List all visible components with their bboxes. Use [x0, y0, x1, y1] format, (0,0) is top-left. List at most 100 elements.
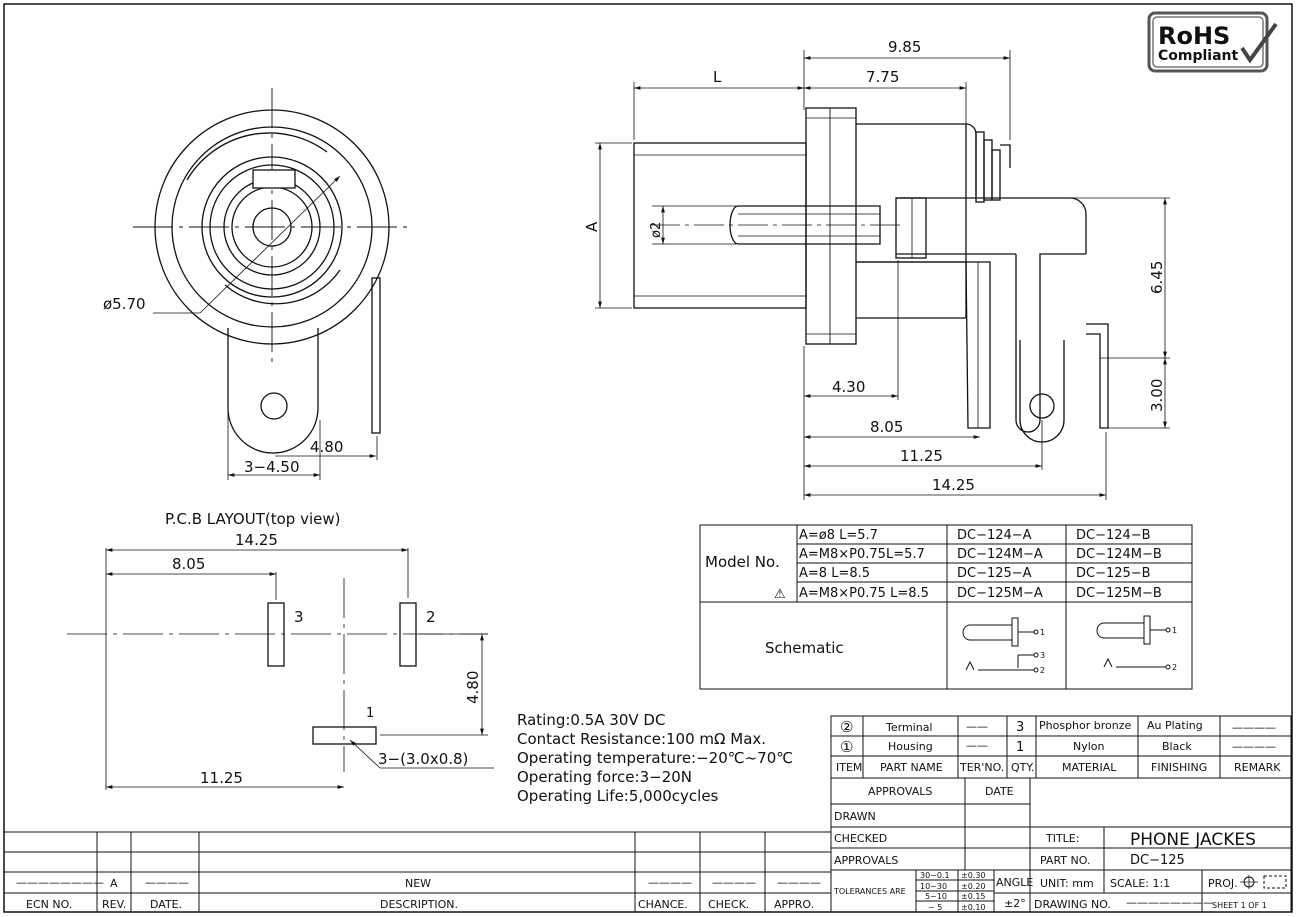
part-no-label: PART NO. [1040, 854, 1090, 867]
bom-terno-terminal: —— [966, 720, 988, 733]
angle-label: ANGLE [996, 876, 1033, 889]
spec-contact-resistance: Contact Resistance:100 mΩ Max. [517, 730, 766, 748]
rev-date-header: DATE. [150, 898, 182, 911]
bom-item-2: ② [840, 718, 853, 736]
schematic-a-pin-3: 3 [1040, 651, 1045, 660]
bom-header-finishing: FINISHING [1151, 761, 1207, 774]
model-b-4: DC−125M−B [1076, 586, 1162, 601]
bom-remark-housing: ———— [1232, 740, 1276, 753]
side-dim-6-45: 6.45 [1148, 261, 1166, 294]
scale-label: SCALE: 1:1 [1110, 877, 1170, 890]
rev-rev-value: A [110, 877, 118, 890]
model-a-2: DC−124M−A [957, 547, 1043, 562]
bom-material-housing: Nylon [1073, 740, 1105, 753]
rev-appro-header: APPRO. [774, 898, 814, 911]
model-a-4: DC−125M−A [957, 586, 1043, 601]
bom-terno-housing: —— [966, 739, 988, 752]
part-no-value: DC−125 [1130, 853, 1185, 868]
rohs-text: RoHS [1158, 22, 1230, 50]
model-rows: A=ø8 L=5.7 DC−124−A DC−124−B A=M8×P0.75L… [799, 528, 1162, 601]
bom-table [830, 715, 1292, 779]
tolerances-label: TOLERANCES ARE [833, 887, 906, 896]
pcb-dim-8-05: 8.05 [172, 555, 205, 573]
bom-rows: ② Terminal —— 3 Phosphor bronze Au Plati… [836, 718, 1281, 774]
bom-part-terminal: Terminal [885, 721, 933, 734]
tol-value-4: ±0.10 [961, 903, 986, 912]
tol-range-2: 10~30 [920, 882, 947, 891]
bom-header-remark: REMARK [1234, 761, 1281, 774]
side-dim-d2: ø2 [649, 222, 664, 238]
model-spec-1: A=ø8 L=5.7 [799, 528, 878, 543]
checked-label: CHECKED [834, 832, 887, 845]
front-view [133, 88, 413, 480]
drawn-label: DRAWN [834, 810, 876, 823]
rev-desc-header: DESCRIPTION. [380, 898, 458, 911]
rev-check-value: ———— [712, 876, 756, 889]
side-dim-7-75: 7.75 [866, 68, 899, 86]
proj-label: PROJ. [1208, 877, 1238, 890]
rev-date-value: ———— [145, 876, 189, 889]
rohs-logo: RoHS Compliant [1147, 11, 1278, 73]
approvals-label: APPROVALS [834, 854, 898, 867]
side-dim-14-25: 14.25 [932, 476, 975, 494]
pcb-dim-14-25: 14.25 [235, 531, 278, 549]
pcb-pin-2: 2 [426, 608, 436, 626]
pcb-dim-11-25: 11.25 [200, 769, 243, 787]
angle-value: ±2° [1004, 897, 1026, 910]
tol-value-2: ±0.20 [961, 882, 986, 891]
model-b-2: DC−124M−B [1076, 547, 1162, 562]
tol-range-1: 30~0.1 [920, 871, 950, 880]
schematic-label: Schematic [765, 639, 844, 657]
date-header: DATE [985, 785, 1014, 798]
spec-operating-temperature: Operating temperature:−20℃~70℃ [517, 749, 793, 767]
tol-value-1: ±0.30 [961, 871, 986, 880]
rev-ecn-header: ECN NO. [26, 898, 72, 911]
rev-rev-header: REV. [102, 898, 126, 911]
approvals-header: APPROVALS [868, 785, 932, 798]
pcb-layout [67, 548, 494, 790]
pcb-slot-label: 3−(3.0x0.8) [378, 750, 468, 768]
side-dim-A: A [583, 221, 601, 232]
rohs-compliant-text: Compliant [1158, 48, 1239, 64]
side-dim-11-25: 11.25 [900, 447, 943, 465]
model-spec-2: A=M8×P0.75L=5.7 [799, 547, 925, 562]
schematic-a-pin-1: 1 [1040, 628, 1045, 637]
check-icon [1240, 22, 1278, 64]
title-block-text: APPROVALS DATE DRAWN CHECKED APPROVALS T… [833, 785, 1267, 912]
side-view [595, 50, 1170, 500]
bom-header-terno: TER'NO. [959, 761, 1004, 774]
spec-operating-life: Operating Life:5,000cycles [517, 787, 719, 805]
bom-remark-terminal: ———— [1232, 721, 1276, 734]
drawing-border [3, 3, 1293, 913]
warning-icon: ⚠ [774, 587, 786, 602]
bom-finishing-terminal: Au Plating [1147, 719, 1203, 732]
side-dim-L: L [713, 68, 722, 86]
revision-text: ———————— A ———— NEW ———— ———— ———— ECN N… [16, 876, 821, 911]
bom-finishing-housing: Black [1162, 740, 1192, 753]
title-value: PHONE JACKES [1130, 830, 1256, 850]
rev-desc-value: NEW [405, 877, 431, 890]
model-no-header: Model No. [705, 553, 780, 571]
bom-header-part: PART NAME [880, 761, 943, 774]
title-label: TITLE: [1045, 832, 1079, 845]
bom-material-terminal: Phosphor bronze [1039, 719, 1132, 732]
bom-part-housing: Housing [888, 740, 933, 753]
side-dim-3-00: 3.00 [1148, 379, 1166, 412]
model-spec-4: A=M8×P0.75 L=8.5 [799, 586, 929, 601]
model-spec-3: A=8 L=8.5 [799, 566, 870, 581]
front-diameter-label: ø5.70 [103, 295, 146, 313]
bom-header-item: ITEM [836, 761, 862, 774]
schematic-b-pin-2: 2 [1172, 663, 1177, 672]
model-b-3: DC−125−B [1076, 566, 1151, 581]
model-b-1: DC−124−B [1076, 528, 1151, 543]
drawing-no-value: ———————— [1126, 896, 1214, 909]
sheet-label: SHEET 1 OF 1 [1212, 901, 1267, 910]
front-dim-4-80: 4.80 [310, 438, 343, 456]
unit-label: UNIT: mm [1040, 877, 1094, 890]
spec-operating-force: Operating force:3−20N [517, 768, 692, 786]
pcb-pin-1: 1 [366, 706, 374, 721]
schematic-b-pin-1: 1 [1172, 626, 1177, 635]
rev-ecn-value: ———————— [16, 876, 104, 889]
revision-block [4, 831, 831, 912]
